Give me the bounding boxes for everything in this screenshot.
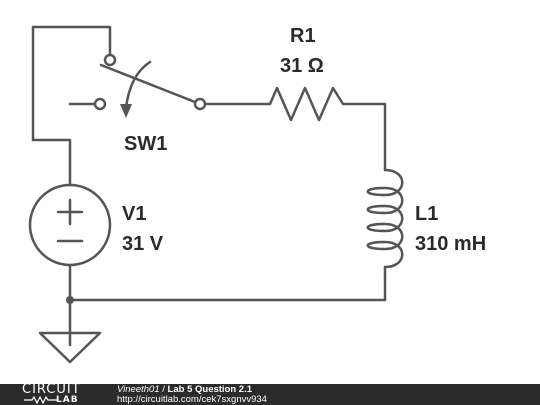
switch-label: SW1 (124, 133, 167, 155)
wire-bottom (68, 273, 387, 302)
voltage-source-v1 (28, 183, 112, 267)
junction-dot (66, 296, 74, 304)
inductor-l1 (366, 168, 404, 277)
circuit-title[interactable]: Lab 5 Question 2.1 (167, 384, 253, 395)
resistor-r1 (261, 86, 352, 122)
switch-terminal-top (103, 53, 117, 67)
circuitlab-logo[interactable]: CIRCUIT LAB (22, 382, 114, 405)
circuit-url[interactable]: http://circuitlab.com/cek7sxgnvv934 (117, 394, 267, 405)
footer-bar: CIRCUIT LAB Vineeth01 / Lab 5 Question 2… (0, 382, 540, 405)
wire-top-left (31, 25, 112, 57)
wires (31, 25, 387, 347)
switch-arrow-icon (120, 104, 132, 118)
wire-resistor-to-inductor (348, 102, 387, 172)
wire-to-source (31, 138, 72, 187)
switch-terminal-left (93, 97, 107, 111)
source-label: V1 (122, 203, 146, 225)
logo-resistor-icon (24, 396, 58, 404)
switch-blade (99, 63, 197, 104)
logo-text-top: CIRCUIT (22, 382, 81, 397)
switch-throw-arc (124, 60, 152, 110)
author-name[interactable]: Vineeth01 (117, 384, 160, 395)
switch-sw1[interactable] (68, 53, 207, 118)
ground-icon (38, 331, 102, 364)
inductor-value: 310 mH (415, 233, 486, 255)
logo-text-bottom: LAB (56, 395, 79, 405)
source-value: 31 V (122, 233, 164, 255)
meta-separator: / (162, 384, 165, 395)
circuit-meta: Vineeth01 / Lab 5 Question 2.1 (117, 384, 252, 395)
circuit-schematic: SW1 R1 31 Ω V1 31 V L1 310 mH (28, 25, 486, 364)
resistor-label: R1 (290, 25, 316, 47)
resistor-value: 31 Ω (280, 55, 324, 77)
switch-terminal-common (193, 97, 207, 111)
inductor-label: L1 (415, 203, 438, 225)
source-circle (28, 183, 112, 267)
